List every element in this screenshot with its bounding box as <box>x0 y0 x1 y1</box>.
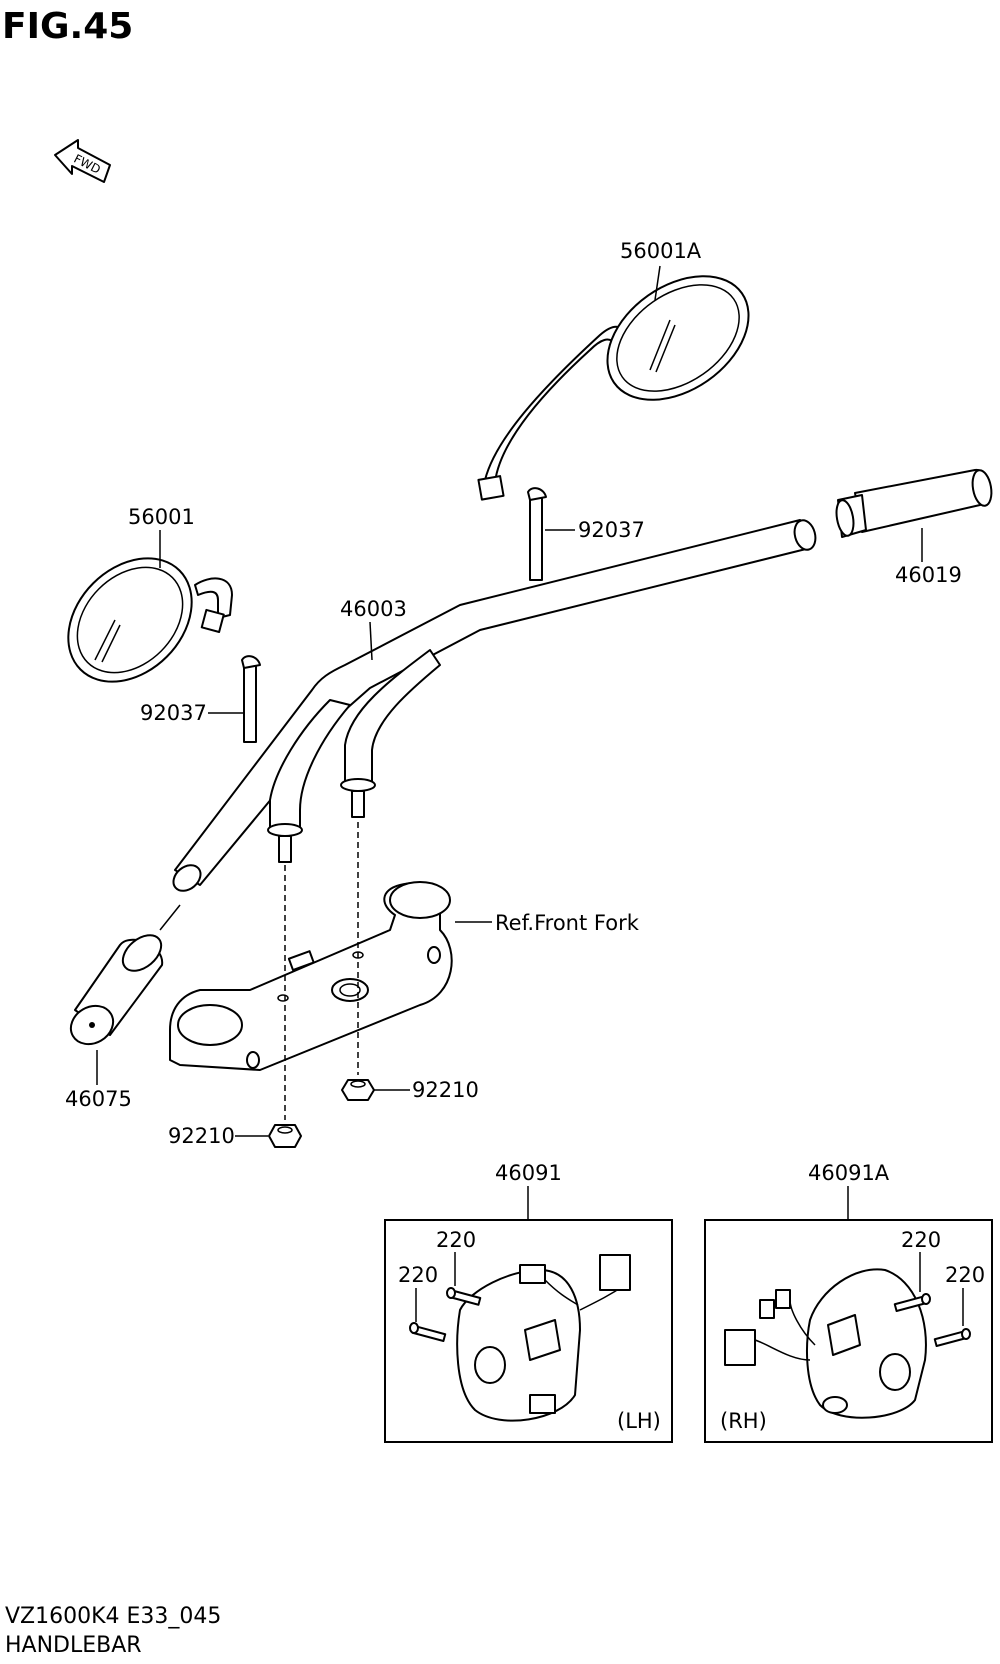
grip-left <box>69 934 164 1046</box>
nut-right <box>341 1079 375 1101</box>
label-46091: 46091 <box>495 1161 562 1185</box>
label-46003: 46003 <box>340 597 407 621</box>
label-46091A: 46091A <box>808 1161 890 1185</box>
label-rh: (RH) <box>720 1409 767 1433</box>
label-lh: (LH) <box>617 1409 661 1433</box>
switch-lh <box>456 1254 631 1422</box>
label-220-lh-1: 220 <box>436 1228 476 1252</box>
label-220-rh-2: 220 <box>945 1263 985 1287</box>
figure-title: FIG.45 <box>2 6 133 47</box>
switch-rh <box>724 1268 927 1419</box>
label-ref-front-fork: Ref.Front Fork <box>495 911 640 935</box>
screw-rh-2 <box>933 1328 971 1348</box>
nut-left <box>268 1124 302 1148</box>
label-92037-right: 92037 <box>578 518 645 542</box>
screw-lh-1 <box>446 1287 482 1306</box>
switch-rh-box <box>704 1219 993 1443</box>
mirror-left <box>67 557 233 683</box>
label-220-lh-2: 220 <box>398 1263 438 1287</box>
screw-rh-1 <box>893 1293 931 1313</box>
footer-model-code: VZ1600K4 E33_045 <box>5 1604 221 1629</box>
handlebar <box>172 519 817 892</box>
mirror-right <box>477 275 750 501</box>
footer-section: HANDLEBAR <box>5 1633 142 1658</box>
clamp-left <box>241 655 261 743</box>
label-92210-right: 92210 <box>412 1078 479 1102</box>
clamp-right <box>527 487 547 581</box>
label-92037-left: 92037 <box>140 701 207 725</box>
label-220-rh-1: 220 <box>901 1228 941 1252</box>
screw-lh-2 <box>409 1322 447 1343</box>
label-46019: 46019 <box>895 563 962 587</box>
grip-right <box>835 469 993 538</box>
fwd-arrow-icon: FWD <box>54 139 111 183</box>
switch-lh-box <box>384 1219 673 1443</box>
label-46075: 46075 <box>65 1087 132 1111</box>
label-92210-left: 92210 <box>168 1124 235 1148</box>
label-56001A: 56001A <box>620 239 702 263</box>
label-56001: 56001 <box>128 505 195 529</box>
triple-clamp <box>169 881 453 1071</box>
